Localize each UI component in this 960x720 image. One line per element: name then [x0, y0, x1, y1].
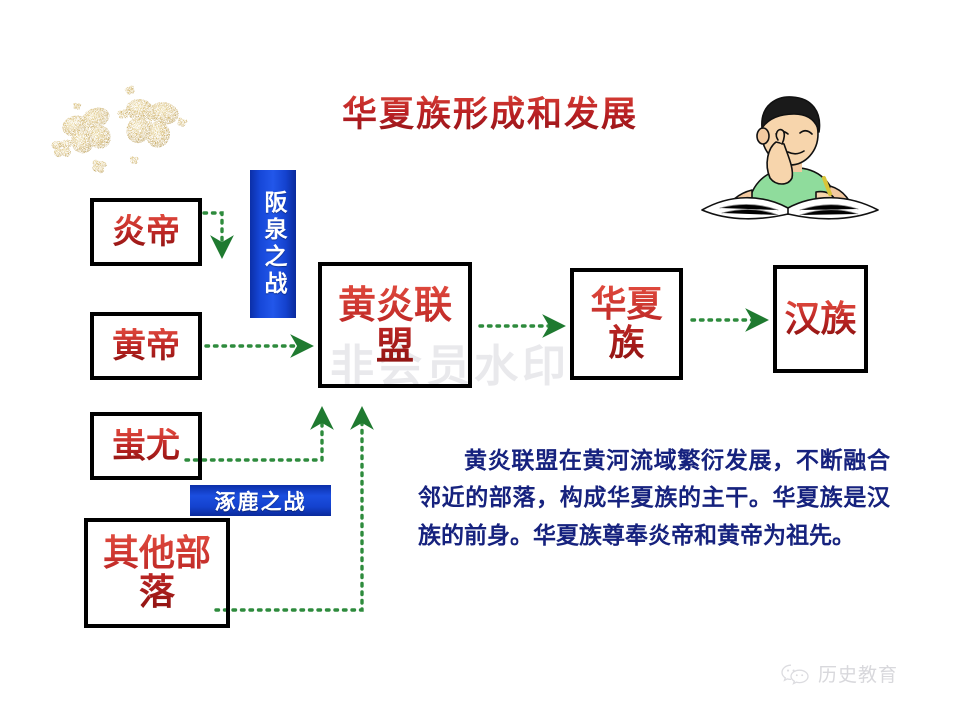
arrow-yandi-to-banquan: [202, 211, 234, 259]
wechat-icon: [781, 664, 809, 685]
node-other-tribes[interactable]: 其他部落: [84, 518, 230, 628]
node-huaxia-label: 华夏族: [574, 285, 679, 363]
brand-name: 历史教育: [818, 664, 899, 686]
node-huangyan-union[interactable]: 黄炎联盟: [318, 262, 472, 388]
node-huangyan-union-label: 黄炎联盟: [322, 284, 468, 366]
center-watermark: 非会员水印: [330, 341, 570, 392]
brand-watermark: 历史教育: [780, 660, 898, 687]
node-han-label: 汉族: [784, 297, 857, 340]
node-huaxia[interactable]: 华夏族: [570, 268, 683, 380]
battle-label-zhuolu[interactable]: 涿鹿之战: [190, 485, 331, 516]
node-huangdi-label: 黄帝: [112, 325, 180, 366]
student-thinking-illustration: [701, 96, 879, 220]
node-yandi-label: 炎帝: [112, 211, 180, 252]
node-han[interactable]: 汉族: [773, 265, 868, 373]
node-chiyou[interactable]: 蚩尤: [90, 412, 202, 480]
arrow-chiyou-to-union: [184, 406, 334, 462]
node-other-tribes-label: 其他部落: [88, 534, 226, 612]
node-chiyou-label: 蚩尤: [112, 425, 180, 466]
explanation-paragraph: 黄炎联盟在黄河流域繁衍发展，不断融合邻近的部落，构成华夏族的主干。华夏族是汉族的…: [418, 447, 890, 549]
node-huangdi[interactable]: 黄帝: [90, 312, 202, 380]
node-yandi[interactable]: 炎帝: [90, 198, 202, 266]
page-title: 华夏族形成和发展: [300, 86, 680, 137]
battle-label-banquan[interactable]: 阪泉之战: [250, 170, 296, 318]
golden-butterflies-decoration: [51, 85, 188, 174]
